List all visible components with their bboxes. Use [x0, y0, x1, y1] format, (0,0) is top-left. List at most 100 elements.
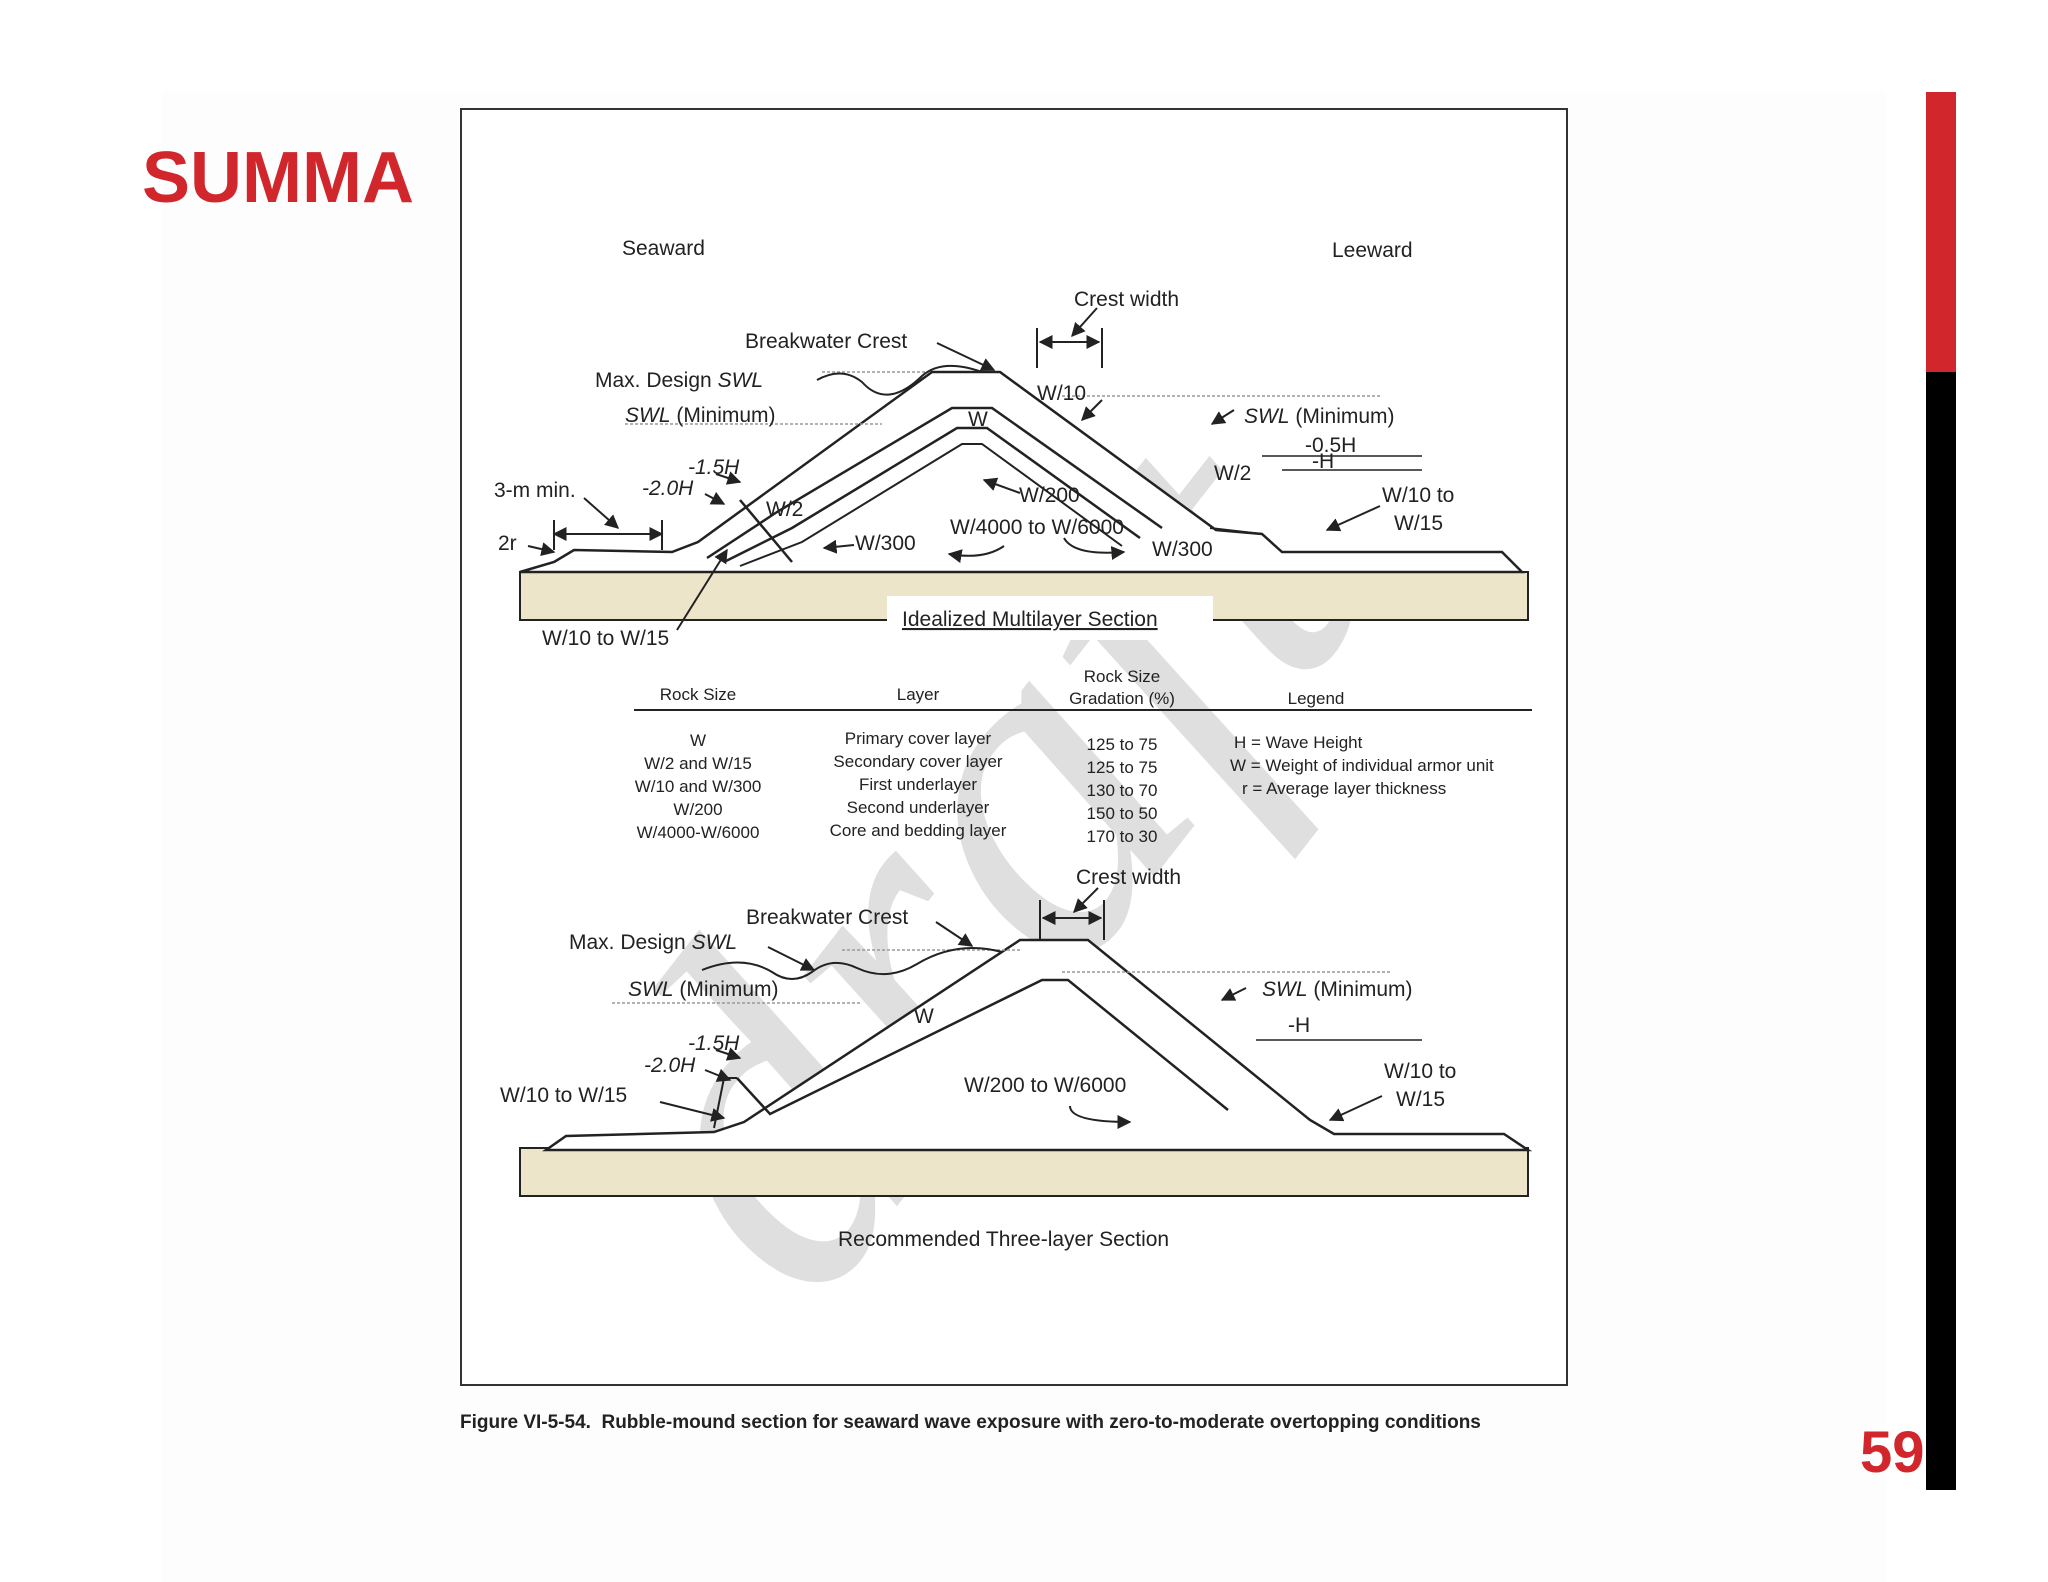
w10-to-lee-label: W/10 to	[1382, 484, 1454, 507]
arrow-neg20h	[704, 491, 726, 505]
gradation-0: 125 to 75	[1087, 735, 1158, 754]
outer-armor-profile-bottom	[542, 938, 1533, 1152]
arrow-w10w15-bottom	[659, 1101, 726, 1122]
gradation-3: 150 to 50	[1087, 804, 1158, 823]
arrow-w6000	[1063, 537, 1126, 560]
breakwater-crest-label-bottom: Breakwater Crest	[746, 906, 908, 929]
caption-text: Rubble-mound section for seaward wave ex…	[601, 1412, 1481, 1433]
arrow-w200	[982, 477, 1021, 494]
w2-sea-label: W/2	[766, 498, 803, 521]
svg-text:SWL (Minimum): SWL (Minimum)	[1262, 978, 1413, 1001]
neg20h-label: -2.0H	[642, 477, 694, 500]
max-design-label-bottom: Max. Design	[569, 931, 686, 954]
arrow-w4000	[947, 545, 1005, 564]
swl-label: SWL	[625, 404, 671, 427]
arrow-w10-lee-bottom	[1328, 1095, 1383, 1122]
leeward-label: Leeward	[1332, 239, 1413, 262]
header-legend: Legend	[1288, 689, 1345, 708]
max-design-swl: SWL	[718, 369, 764, 392]
layer-1: Secondary cover layer	[833, 752, 1002, 771]
figure-frame: draft	[460, 108, 1568, 1386]
max-design-label: Max. Design	[595, 369, 712, 392]
arrow-w10-lee	[1325, 505, 1381, 532]
neg05h-label: -0.5H	[1305, 434, 1356, 457]
legend-1: W = Weight of individual armor unit	[1230, 756, 1494, 775]
w10-to-w15-label: W/10 to W/15	[542, 627, 669, 650]
header-gradation-1: Rock Size	[1084, 667, 1161, 686]
w300-lee-label: W/300	[1152, 538, 1213, 561]
negh-label-bottom: -H	[1288, 1014, 1310, 1037]
neg20h-label-bottom: -2.0H	[644, 1054, 696, 1077]
arrow-2r	[527, 542, 556, 556]
arrow-max-swl-bottom	[767, 946, 816, 971]
header-gradation-2: Gradation (%)	[1069, 689, 1175, 708]
svg-text:Max. Design SWL: Max. Design SWL	[595, 369, 763, 392]
arrow-3m	[583, 497, 620, 529]
swl-lee-minimum-bottom: (Minimum)	[1313, 978, 1412, 1001]
arrow-crest-width	[1071, 307, 1098, 338]
first-underlayer	[706, 406, 1163, 560]
toe-line	[739, 499, 793, 563]
underlayer-bottom	[736, 978, 1229, 1116]
seaward-label: Seaward	[622, 237, 705, 260]
two-r-label: 2r	[498, 532, 517, 555]
neg15h-label-bottom: -1.5H	[688, 1032, 740, 1055]
svg-text:SWL (Minimum): SWL (Minimum)	[628, 978, 779, 1001]
seabed-ground-bottom	[519, 1147, 1529, 1197]
w-armor-label: W	[968, 408, 988, 431]
gradation-2: 130 to 70	[1087, 781, 1158, 800]
page-number: 59	[1860, 1420, 1925, 1485]
svg-text:SWL (Minimum): SWL (Minimum)	[1244, 405, 1395, 428]
arrow-neg20h-bottom	[704, 1068, 732, 1082]
w200-label: W/200	[1019, 484, 1080, 507]
svg-text:SWL (Minimum): SWL (Minimum)	[625, 404, 776, 427]
w4000-w6000-label: W/4000 to W/6000	[950, 516, 1124, 539]
three-m-min-label: 3-m min.	[494, 479, 576, 502]
layer-2: First underlayer	[859, 775, 977, 794]
section-title-box	[887, 596, 1213, 640]
arrow-swl-lee	[1210, 409, 1235, 425]
layer-0: Primary cover layer	[845, 729, 992, 748]
swl-lee-label: SWL	[1244, 405, 1290, 428]
crest-width-label-bottom: Crest width	[1076, 866, 1181, 889]
w-armor-label-bottom: W	[914, 1005, 934, 1028]
breakwater-crest-label: Breakwater Crest	[745, 330, 907, 353]
section-title-bottom: Recommended Three-layer Section	[838, 1228, 1169, 1251]
header-layer: Layer	[897, 685, 940, 704]
wave-line-bottom	[701, 947, 1003, 980]
arrow-w300	[822, 539, 855, 554]
accent-bar-black	[1926, 372, 1956, 1490]
arrow-crest-width-bottom	[1073, 887, 1099, 913]
swl-lee-minimum: (Minimum)	[1295, 405, 1394, 428]
max-design-swl-bottom: SWL	[692, 931, 738, 954]
breakwater-diagram: draft	[481, 237, 1533, 1380]
arrow-neg15h-bottom	[715, 1047, 742, 1061]
legend-2: r = Average layer thickness	[1242, 779, 1446, 798]
w15-lee-bottom: W/15	[1396, 1088, 1445, 1111]
negh-label: -H	[1312, 450, 1334, 473]
idealized-multilayer-section: Seaward Leeward Crest width Breakwater C…	[494, 237, 1529, 650]
section-title-top: Idealized Multilayer Section	[902, 608, 1158, 631]
rock-size-1: W/2 and W/15	[644, 754, 752, 773]
neg15h-label: -1.5H	[688, 456, 740, 479]
rock-size-4: W/4000-W/6000	[637, 823, 760, 842]
arrow-breakwater-crest-bottom	[935, 921, 974, 947]
wave-line	[816, 364, 983, 396]
w15-lee-label: W/15	[1394, 512, 1443, 535]
swl-lee-label-bottom: SWL	[1262, 978, 1308, 1001]
swl-label-bottom: SWL	[628, 978, 674, 1001]
swl-minimum-bottom: (Minimum)	[679, 978, 778, 1001]
layer-4: Core and bedding layer	[830, 821, 1007, 840]
arrow-core-bottom	[1069, 1105, 1132, 1129]
header-rock-size: Rock Size	[660, 685, 737, 704]
w10-crest-label: W/10	[1037, 382, 1086, 405]
arrow-breakwater-crest	[936, 342, 996, 371]
gradation-1: 125 to 75	[1087, 758, 1158, 777]
gradation-4: 170 to 30	[1087, 827, 1158, 846]
svg-text:Max. Design SWL: Max. Design SWL	[569, 931, 737, 954]
crest-width-label: Crest width	[1074, 288, 1179, 311]
w200-w6000-label-bottom: W/200 to W/6000	[964, 1074, 1126, 1097]
w10-to-lee-bottom: W/10 to	[1384, 1060, 1456, 1083]
rock-size-0: W	[690, 731, 706, 750]
layer-3: Second underlayer	[847, 798, 990, 817]
